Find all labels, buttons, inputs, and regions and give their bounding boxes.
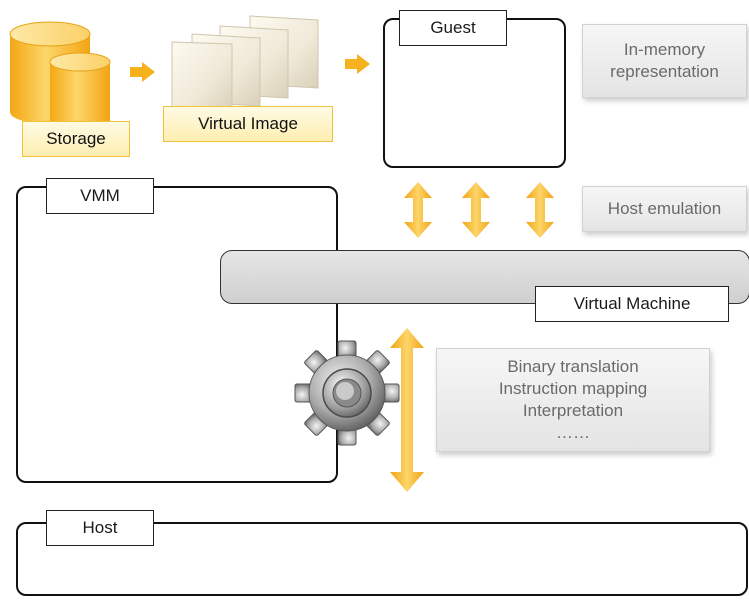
note-line: In-memory <box>623 40 706 59</box>
virtual-image-pages-icon <box>171 15 319 111</box>
note-line: representation <box>610 62 719 81</box>
gear-icon <box>294 340 400 446</box>
vmm-label: VMM <box>46 178 154 214</box>
note-line: Host emulation <box>607 199 722 218</box>
note-line: Interpretation <box>522 401 624 420</box>
note-line: Instruction mapping <box>498 379 648 398</box>
double-arrow-icon <box>390 328 424 492</box>
host-label: Host <box>46 510 154 546</box>
arrow-right-icon <box>130 62 155 82</box>
guest-label: Guest <box>399 10 507 46</box>
note-line: Binary translation <box>507 357 639 376</box>
techniques-note: Binary translation Instruction mapping I… <box>436 348 710 452</box>
double-arrow-icon <box>404 182 554 238</box>
database-icon <box>9 21 111 131</box>
virtual-image-label: Virtual Image <box>163 106 333 142</box>
virtual-machine-label: Virtual Machine <box>535 286 729 322</box>
host-emulation-note: Host emulation <box>582 186 747 232</box>
vmm-box <box>16 186 338 483</box>
storage-label: Storage <box>22 121 130 157</box>
in-memory-note: In-memory representation <box>582 24 747 98</box>
arrow-right-icon <box>345 54 370 74</box>
note-line: …… <box>556 423 590 442</box>
